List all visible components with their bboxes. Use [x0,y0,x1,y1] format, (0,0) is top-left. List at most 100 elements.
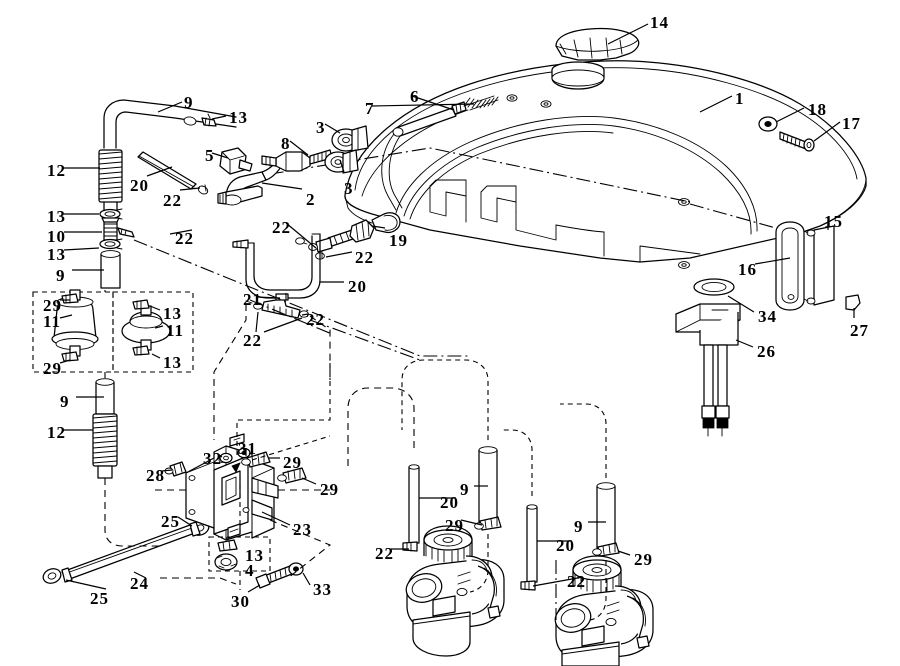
coupler-10 [101,217,135,241]
callout-3: 3 [316,118,326,137]
clamp-29-right-bottom [592,542,620,557]
callout-20: 20 [440,493,459,512]
callout-19: 19 [389,231,408,250]
callout-30: 30 [231,592,250,611]
callout-29: 29 [43,296,62,315]
callout-22: 22 [375,544,394,563]
grommet-3-upper [331,125,369,152]
vent-tube-7 [381,95,499,211]
rod-24 [42,520,210,584]
callout-7: 7 [365,99,375,118]
callout-31: 31 [238,439,257,458]
callout-9: 9 [574,517,584,536]
leader-lines [59,23,855,593]
clamp-13-mid-lower [99,238,123,250]
filter-box-left [32,289,114,373]
carburetor-right [554,555,654,666]
filter-box-right [112,291,194,373]
callout-29: 29 [283,453,302,472]
callout-23: 23 [293,520,312,539]
callout-28: 28 [146,466,165,485]
clamp-13-mid-upper [99,208,123,220]
callout-25: 25 [90,589,109,608]
tee-connector-5 [219,147,253,175]
fuel-sender-26 [675,278,741,437]
callout-34: 34 [758,307,777,326]
tube-20-upper [137,151,209,195]
dashed-routing [104,239,607,621]
clamp-29-right [277,467,307,484]
bottom-hose-group [402,446,620,591]
callout-22: 22 [163,191,182,210]
screw-31 [237,447,251,459]
callout-29: 29 [320,480,339,499]
callout-11: 11 [43,312,62,331]
callout-32: 32 [203,449,222,468]
callout-4: 4 [245,561,255,580]
hose-9-left [100,250,121,289]
callout-6: 6 [410,87,420,106]
callout-22: 22 [272,218,291,237]
pump-dashed-box [208,536,271,572]
callout-22: 22 [355,248,374,267]
clamp-13-pump [217,536,238,552]
callout-21: 21 [243,290,262,309]
callout-13: 13 [163,353,182,372]
callout-12: 12 [47,161,66,180]
nut-4 [214,553,238,571]
grommet-3-lower [324,149,359,174]
bushing-25-right [189,520,210,537]
lower-hose-9-12 [92,378,118,479]
callout-9: 9 [60,392,70,411]
callout-13: 13 [245,546,264,565]
carburetor-left [405,525,505,657]
callout-29: 29 [445,516,464,535]
callout-13: 13 [163,304,182,323]
callout-20: 20 [130,176,149,195]
callout-27: 27 [850,321,869,340]
callout-2: 2 [306,190,316,209]
callout-33: 33 [313,580,332,599]
fuel-filter-11-right [121,299,171,356]
callout-8: 8 [281,134,291,153]
callout-22: 22 [243,331,262,350]
callout-9: 9 [184,93,194,112]
bushing-25-left [42,567,73,584]
callout-11: 11 [166,321,185,340]
callout-14: 14 [650,13,669,32]
callout-3: 3 [344,179,354,198]
callout-13: 13 [47,245,66,264]
grommet-strip-16 [775,221,805,311]
spring-clamp-8 [261,149,333,172]
callout-9: 9 [460,480,470,499]
corrugated-sleeve-12 [98,149,123,203]
callout-26: 26 [757,342,776,361]
callout-20: 20 [348,277,367,296]
callout-29: 29 [634,550,653,569]
screw-28 [164,461,187,477]
callout-22: 22 [567,572,586,591]
fuel-tank-cap [555,27,640,61]
fuel-filter-11-left [51,289,99,362]
callout-22: 22 [306,310,325,329]
callout-24: 24 [130,574,149,593]
bolt-30-washer-33 [255,562,304,589]
callout-17: 17 [842,114,861,133]
callout-16: 16 [738,260,757,279]
callout-5: 5 [205,146,215,165]
callout-25: 25 [161,512,180,531]
callout-13: 13 [229,108,248,127]
fuel-tank-body [245,60,867,269]
support-block-15 [803,225,835,306]
callout-20: 20 [556,536,575,555]
callout-29: 29 [43,359,62,378]
callout-13: 13 [47,207,66,226]
clamp-29-mid [474,516,502,531]
washer-32 [219,452,233,464]
callout-18: 18 [808,100,827,119]
cap-27 [845,294,861,311]
callout-10: 10 [47,227,66,246]
callout-9: 9 [56,266,66,285]
